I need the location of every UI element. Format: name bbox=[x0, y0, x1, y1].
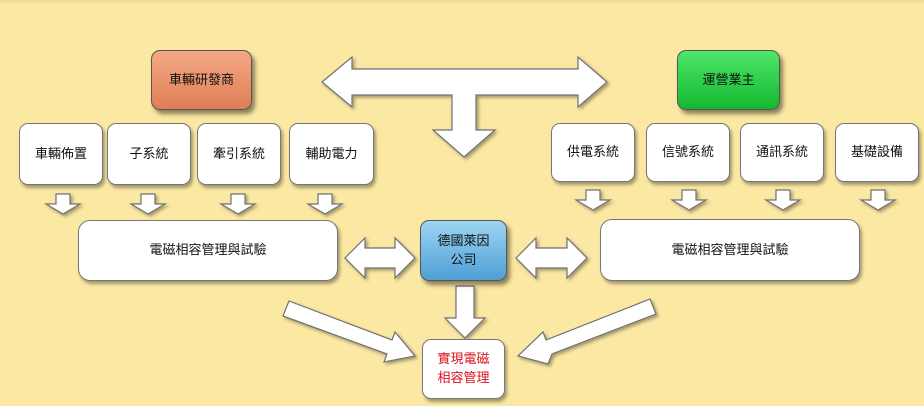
center-down-arrow bbox=[443, 285, 487, 339]
left-management-label: 電磁相容管理與試驗 bbox=[149, 243, 267, 258]
right-item-4-label: 基礎設備 bbox=[850, 145, 903, 160]
company-label-line1: 德國萊因 bbox=[437, 233, 490, 249]
right-item-1: 供電系統 bbox=[551, 123, 635, 182]
vehicle-developer-label: 車輛研發商 bbox=[168, 72, 234, 88]
left-management-box: 電磁相容管理與試驗 bbox=[78, 220, 338, 281]
double-arrow-right bbox=[515, 236, 588, 280]
down-arrow-left-4 bbox=[305, 193, 345, 215]
diagonal-arrow-left bbox=[282, 300, 417, 363]
result-label-line1: 實現電磁 bbox=[437, 352, 490, 367]
down-arrow-left-2 bbox=[128, 193, 168, 215]
left-item-1-label: 車輛佈置 bbox=[34, 146, 87, 162]
operator-label: 運營業主 bbox=[702, 72, 755, 88]
right-item-3: 通訊系統 bbox=[740, 123, 824, 182]
down-arrow-left-3 bbox=[218, 193, 258, 215]
down-arrow-right-1 bbox=[573, 189, 613, 211]
operator-box: 運營業主 bbox=[677, 50, 780, 110]
left-item-4-label: 輔助電力 bbox=[305, 146, 358, 162]
right-item-3-label: 通訊系統 bbox=[755, 145, 808, 160]
left-item-4: 輔助電力 bbox=[289, 123, 374, 185]
result-box: 實現電磁 相容管理 bbox=[422, 339, 505, 399]
vehicle-developer-box: 車輛研發商 bbox=[151, 50, 252, 110]
left-item-2: 子系統 bbox=[107, 123, 191, 185]
right-item-2-label: 信號系統 bbox=[661, 145, 714, 160]
company-box: 德國萊因 公司 bbox=[420, 220, 507, 281]
down-arrow-right-2 bbox=[669, 189, 709, 211]
right-item-1-label: 供電系統 bbox=[566, 145, 619, 160]
result-label-line2: 相容管理 bbox=[437, 371, 490, 386]
down-arrow-right-4 bbox=[858, 189, 898, 211]
down-arrow-right-3 bbox=[763, 189, 803, 211]
right-management-box: 電磁相容管理與試驗 bbox=[600, 219, 860, 281]
double-arrow-left bbox=[344, 236, 416, 280]
left-item-2-label: 子系統 bbox=[129, 146, 169, 162]
right-management-label: 電磁相容管理與試驗 bbox=[671, 242, 789, 258]
company-label-line2: 公司 bbox=[450, 252, 477, 268]
left-item-1: 車輛佈置 bbox=[19, 123, 103, 185]
left-item-3: 牽引系統 bbox=[197, 123, 281, 185]
right-item-2: 信號系統 bbox=[646, 123, 730, 182]
right-item-4: 基礎設備 bbox=[835, 123, 919, 182]
left-item-3-label: 牽引系統 bbox=[212, 146, 265, 162]
top-double-arrow bbox=[321, 55, 608, 158]
down-arrow-left-1 bbox=[43, 193, 83, 215]
diagonal-arrow-right bbox=[516, 298, 657, 365]
